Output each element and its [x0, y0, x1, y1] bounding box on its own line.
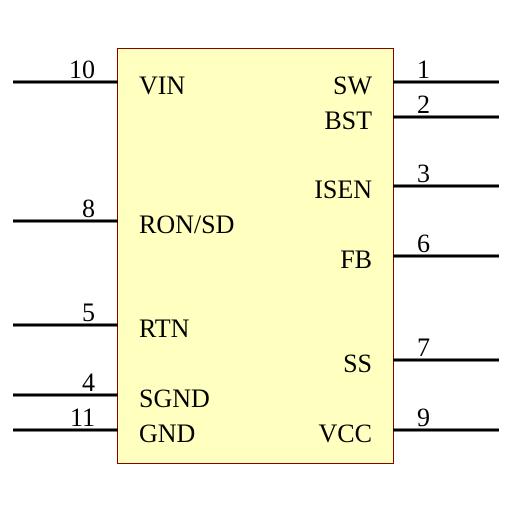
pin-vin: 10 VIN [13, 55, 185, 100]
pin-sgnd-number: 4 [82, 368, 95, 397]
pin-sw-number: 1 [417, 55, 430, 84]
pin-gnd-number: 11 [70, 403, 95, 432]
pin-isen-number: 3 [417, 159, 430, 188]
pin-fb-number: 6 [417, 229, 430, 258]
pin-rtn: 5 RTN [13, 298, 190, 343]
pin-isen: 3 ISEN [314, 159, 499, 204]
ic-body [117, 48, 394, 464]
pin-vcc-number: 9 [417, 403, 430, 432]
pin-fb-label: FB [340, 245, 372, 274]
pin-bst-number: 2 [417, 90, 430, 119]
pin-ss-number: 7 [417, 333, 430, 362]
pin-vcc: 9 VCC [319, 403, 499, 448]
pin-ron-sd-number: 8 [82, 194, 95, 223]
pin-rtn-number: 5 [82, 298, 95, 327]
pin-vin-number: 10 [69, 55, 95, 84]
pin-ss: 7 SS [343, 333, 499, 378]
pin-sw-label: SW [333, 71, 372, 100]
pin-ron-sd: 8 RON/SD [13, 194, 234, 239]
pin-rtn-label: RTN [139, 314, 190, 343]
pin-isen-label: ISEN [314, 175, 372, 204]
pin-gnd: 11 GND [13, 403, 195, 448]
pin-sw: 1 SW [333, 55, 499, 100]
pin-vin-label: VIN [139, 71, 185, 100]
pin-gnd-label: GND [139, 419, 195, 448]
pin-ss-label: SS [343, 349, 372, 378]
pin-sgnd: 4 SGND [13, 368, 210, 413]
pin-bst-label: BST [324, 106, 372, 135]
pin-sgnd-label: SGND [139, 384, 210, 413]
pin-ron-sd-label: RON/SD [139, 210, 234, 239]
pin-vcc-label: VCC [319, 419, 372, 448]
pin-bst: 2 BST [324, 90, 499, 135]
pin-fb: 6 FB [340, 229, 499, 274]
